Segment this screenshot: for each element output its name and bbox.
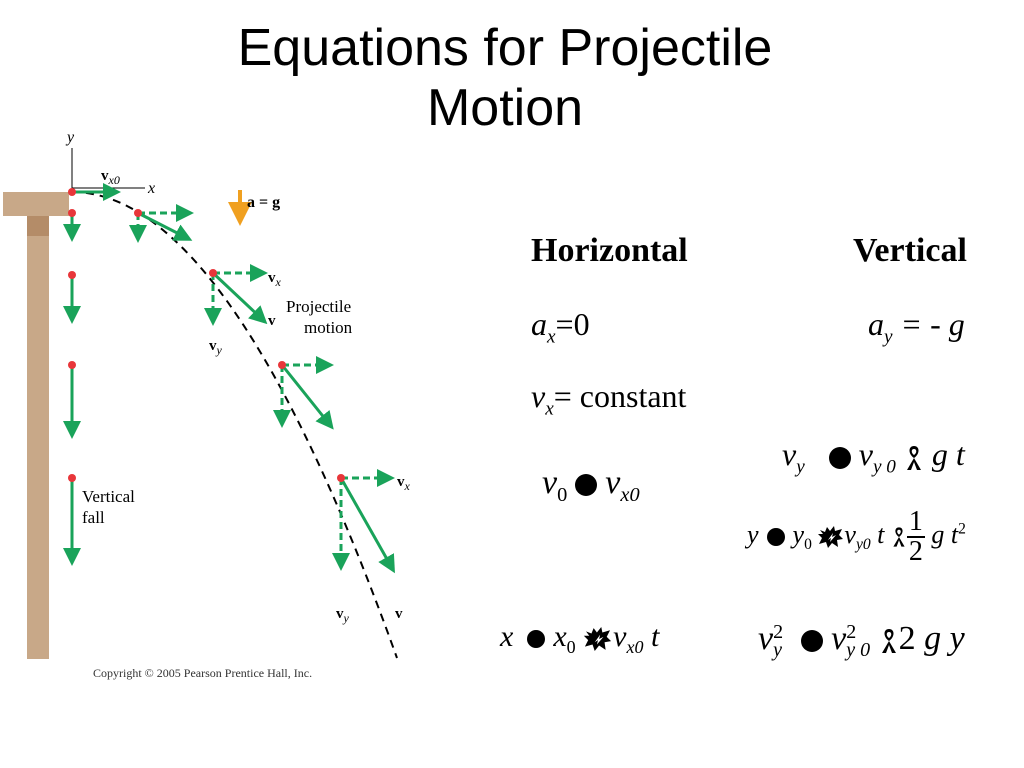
ribbon-icon xyxy=(893,527,905,547)
ribbon-icon xyxy=(881,629,896,654)
velocity-arrows xyxy=(137,211,395,574)
ledge xyxy=(3,192,69,659)
horizontal-header: Horizontal xyxy=(531,232,688,269)
vertical-fall-arrows xyxy=(63,183,121,566)
slide-title: Equations for Projectile Motion xyxy=(0,18,1010,138)
vy-label-2: vy xyxy=(336,606,350,625)
vertical-header: Vertical xyxy=(853,232,967,269)
filled-circle-icon xyxy=(766,528,785,546)
burst-icon xyxy=(818,526,844,548)
eq-vx: vx= constant xyxy=(531,378,687,420)
axis-y-label: y xyxy=(65,129,75,146)
burst-icon xyxy=(583,627,612,652)
position-dots xyxy=(68,188,345,482)
vx-label-2: vx xyxy=(397,474,411,493)
title-line-1: Equations for Projectile xyxy=(237,19,773,77)
v-label-1: v xyxy=(268,313,276,329)
axis-x-label: x xyxy=(147,180,155,197)
copyright: Copyright © 2005 Pearson Prentice Hall, … xyxy=(93,666,312,680)
vx-label-1: vx xyxy=(268,270,282,289)
trajectory-curve xyxy=(71,191,398,659)
a-equals-g-label: a = g xyxy=(247,194,280,211)
title-line-2: Motion xyxy=(426,79,584,137)
ribbon-icon xyxy=(906,445,921,470)
component-arrows xyxy=(129,204,395,571)
filled-circle-icon xyxy=(527,630,546,649)
filled-circle-icon xyxy=(575,474,598,497)
vx0-label: vx0 xyxy=(101,168,120,187)
eq-ay: ay = - g xyxy=(868,306,965,348)
v-label-2: v xyxy=(395,606,403,622)
filled-circle-icon xyxy=(801,630,824,653)
vy-label-1: vy xyxy=(209,338,223,357)
eq-ax: ax=0 xyxy=(531,306,590,348)
filled-circle-icon xyxy=(828,446,851,469)
